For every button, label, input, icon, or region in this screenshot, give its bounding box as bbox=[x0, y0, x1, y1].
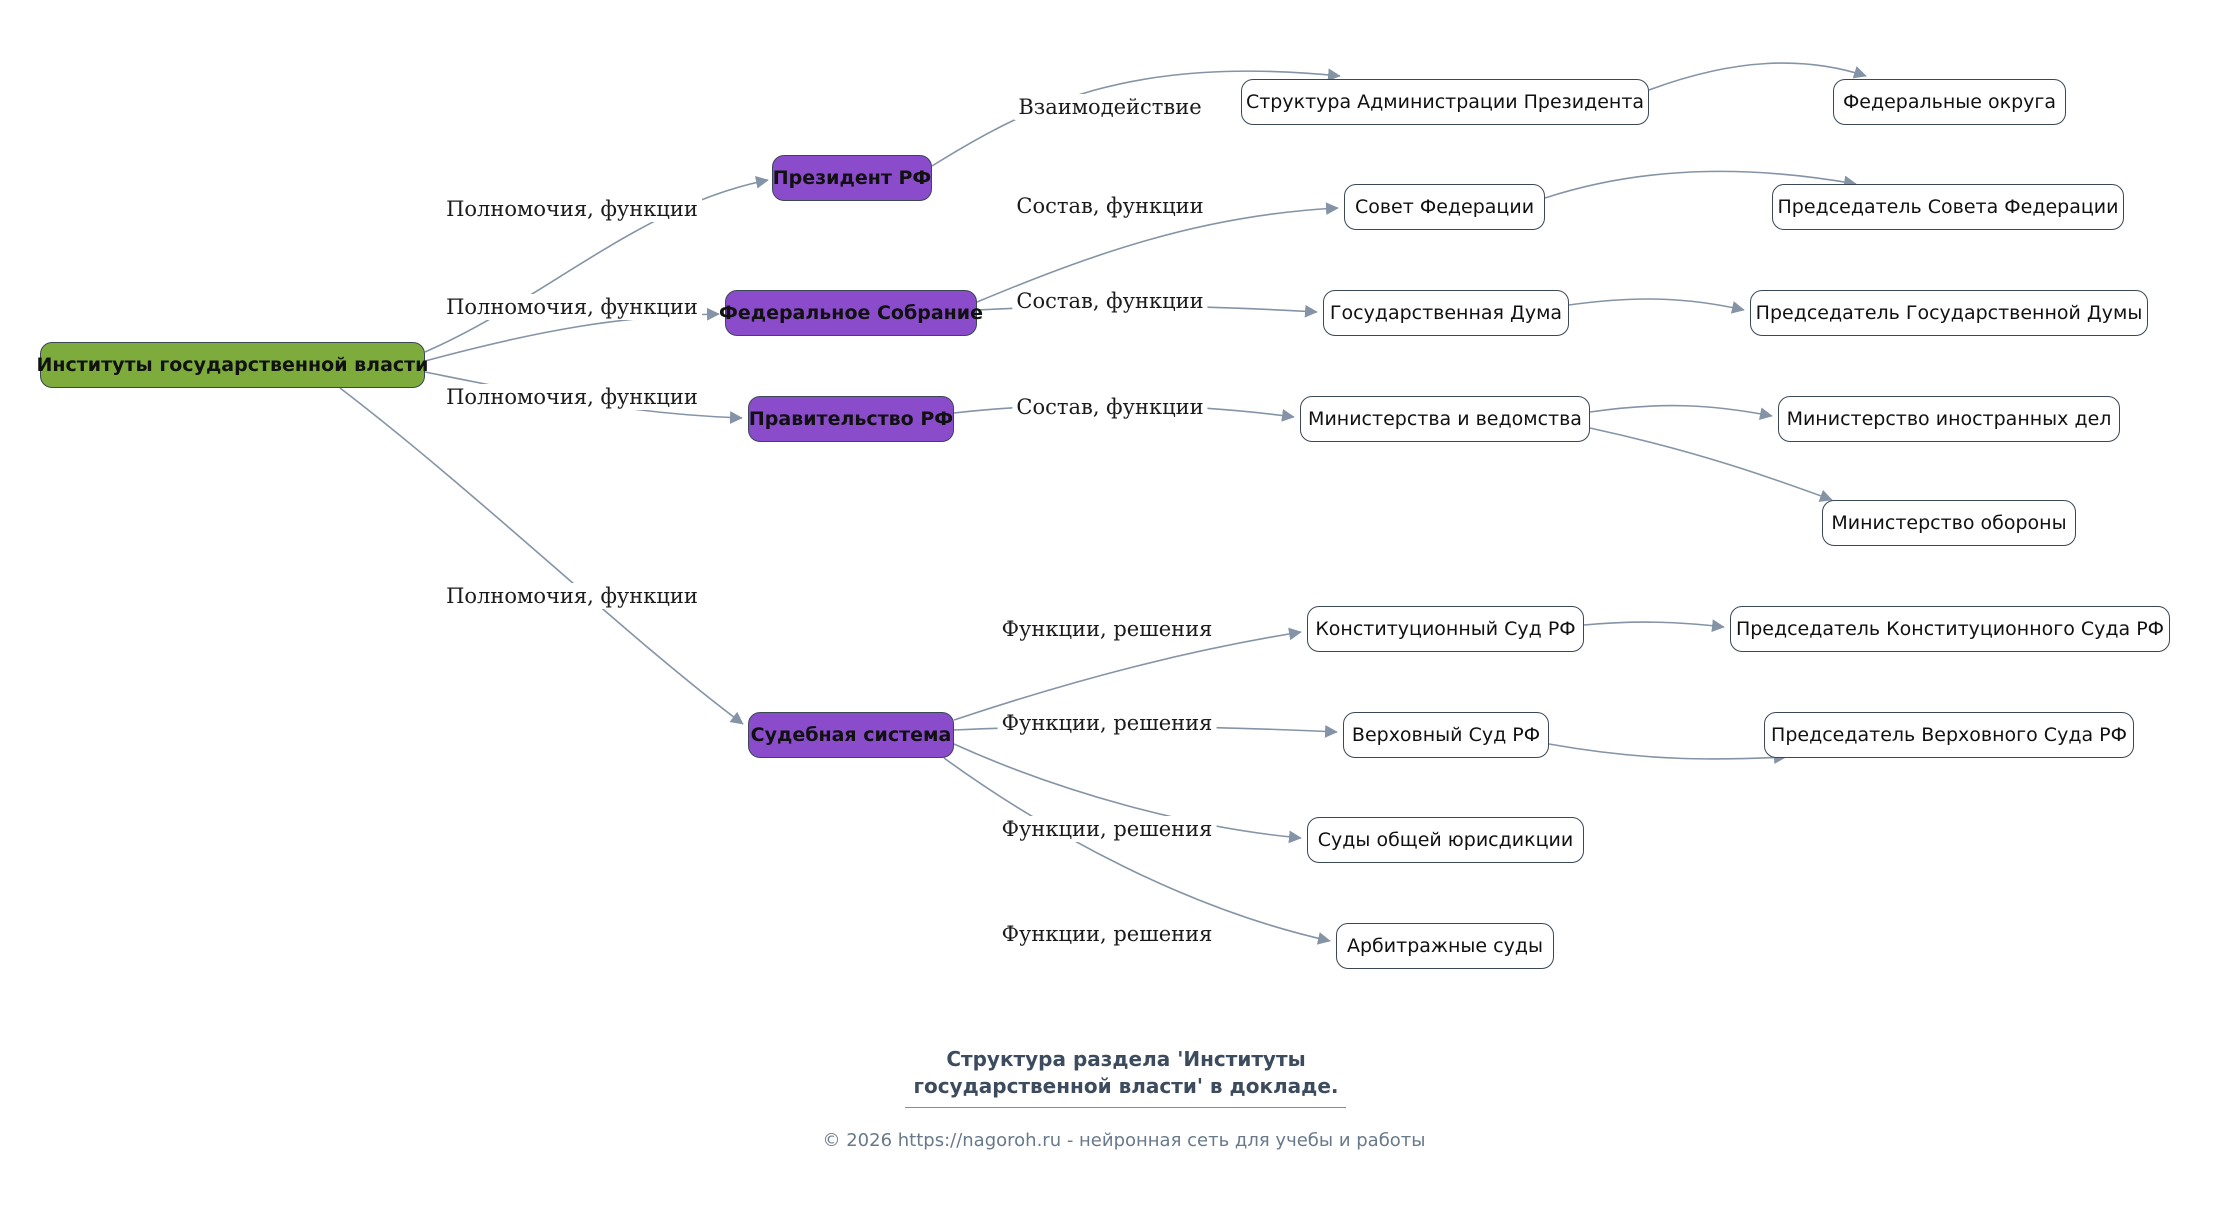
edge-root-federal-assembly bbox=[424, 307, 720, 362]
node-government: Правительство РФ bbox=[748, 396, 954, 442]
edge-label-composition-3: Состав, функции bbox=[1012, 394, 1208, 420]
edge-judicial-system-arbitration-courts bbox=[943, 757, 1331, 945]
edge-label-decisions-2: Функции, решения bbox=[997, 710, 1217, 736]
caption-divider bbox=[905, 1107, 1346, 1108]
edge-label-interaction: Взаимодействие bbox=[1014, 94, 1206, 120]
node-general-courts: Суды общей юрисдикции bbox=[1307, 817, 1584, 863]
edge-ministries-defense-ministry bbox=[1589, 427, 1833, 502]
node-president: Президент РФ bbox=[772, 155, 932, 201]
node-fc-chairman: Председатель Совета Федерации bbox=[1772, 184, 2124, 230]
edge-state-duma-duma-chairman bbox=[1568, 298, 1745, 314]
edge-label-decisions-1: Функции, решения bbox=[997, 616, 1217, 642]
node-constitutional-court: Конституционный Суд РФ bbox=[1307, 606, 1584, 652]
edge-label-decisions-4: Функции, решения bbox=[997, 921, 1217, 947]
node-sc-chairman: Председатель Верховного Суда РФ bbox=[1764, 712, 2134, 758]
edge-label-composition-1: Состав, функции bbox=[1012, 193, 1208, 219]
footer-credit: © 2026 https://nagoroh.ru - нейронная се… bbox=[822, 1130, 1426, 1151]
diagram-caption: Структура раздела 'Институты государстве… bbox=[913, 1047, 1339, 1098]
node-supreme-court: Верховный Суд РФ bbox=[1343, 712, 1549, 758]
node-judicial-system: Судебная система bbox=[748, 712, 954, 758]
edge-ministries-foreign-ministry bbox=[1589, 404, 1773, 421]
node-state-duma: Государственная Дума bbox=[1323, 290, 1569, 336]
edge-label-powers-2: Полномочия, функции bbox=[442, 294, 702, 320]
node-duma-chairman: Председатель Государственной Думы bbox=[1750, 290, 2148, 336]
node-federation-council: Совет Федерации bbox=[1344, 184, 1545, 230]
edge-constitutional-court-cc-chairman bbox=[1583, 619, 1725, 633]
node-arbitration-courts: Арбитражные суды bbox=[1336, 923, 1554, 969]
node-cc-chairman: Председатель Конституционного Суда РФ bbox=[1730, 606, 2170, 652]
edge-president-admin-structure bbox=[931, 68, 1341, 167]
node-root: Институты государственной власти bbox=[37, 342, 429, 388]
node-defense-ministry: Министерство обороны bbox=[1822, 500, 2076, 546]
edge-label-powers-3: Полномочия, функции bbox=[442, 384, 702, 410]
edge-judicial-system-general-courts bbox=[953, 743, 1302, 844]
node-foreign-ministry: Министерство иностранных дел bbox=[1778, 396, 2120, 442]
edge-label-powers-1: Полномочия, функции bbox=[442, 196, 702, 222]
edge-federal-assembly-federation-council bbox=[976, 202, 1339, 303]
edge-supreme-court-sc-chairman bbox=[1548, 743, 1787, 764]
edge-label-composition-2: Состав, функции bbox=[1012, 288, 1208, 314]
node-ministries: Министерства и ведомства bbox=[1300, 396, 1590, 442]
node-admin-structure: Структура Администрации Президента bbox=[1241, 79, 1649, 125]
edge-root-judicial-system bbox=[339, 387, 744, 725]
edge-label-powers-4: Полномочия, функции bbox=[442, 583, 702, 609]
node-federal-districts: Федеральные округа bbox=[1833, 79, 2066, 125]
edge-label-decisions-3: Функции, решения bbox=[997, 816, 1217, 842]
edge-admin-structure-federal-districts bbox=[1648, 62, 1867, 91]
edge-judicial-system-constitutional-court bbox=[953, 627, 1302, 721]
edge-federation-council-fc-chairman bbox=[1544, 170, 1857, 199]
edge-root-president bbox=[424, 176, 769, 353]
node-federal-assembly: Федеральное Собрание bbox=[719, 290, 983, 336]
